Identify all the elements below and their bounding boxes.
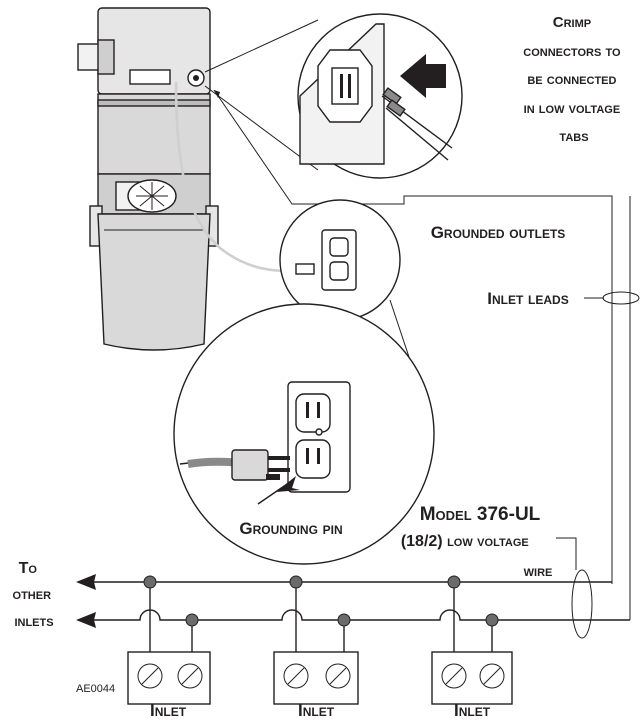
inlet-leads-label: Inlet leads	[487, 289, 568, 308]
insert-arrow	[400, 54, 446, 98]
outlet-receptacle-top	[295, 393, 331, 433]
figure-code: AE0044	[76, 683, 115, 695]
plug-large	[231, 449, 269, 481]
junction	[485, 613, 499, 627]
junction	[447, 575, 461, 589]
crimp-connector-2	[386, 99, 406, 117]
plug-small	[295, 263, 315, 275]
crimp-connector-1	[382, 87, 402, 105]
crimp-connector-callout	[297, 13, 463, 179]
crimp-label: Crimp connectors to be connected in low …	[523, 14, 624, 145]
grounding-pin-label: Grounding pin	[239, 519, 342, 538]
junction	[289, 575, 303, 589]
power-unit	[77, 7, 219, 351]
callout-line-bottom	[204, 85, 319, 171]
inlet-leads-marker	[602, 291, 640, 305]
bus-wire-lower	[88, 609, 630, 621]
wire-label: (18/2) low voltage wire	[401, 533, 553, 580]
callout-line-top	[204, 19, 319, 73]
junction	[143, 575, 157, 589]
inlet-lead-1	[213, 89, 613, 584]
outlet-receptacle-bottom	[295, 439, 331, 479]
outlet-callout-large	[173, 303, 435, 565]
inlet-label-3: Inlet	[454, 701, 491, 719]
unit-body	[97, 93, 211, 175]
grounding-pin	[266, 474, 280, 480]
inlet-label-2: Inlet	[298, 701, 335, 719]
dirt-canister	[97, 213, 211, 351]
junction	[185, 613, 199, 627]
model-label: Model 376-UL	[420, 504, 541, 525]
wire-bundle-marker	[571, 569, 593, 639]
bus-wires	[76, 574, 630, 628]
arrow-lower	[76, 612, 96, 628]
arrow-upper	[76, 574, 96, 590]
inlet-block-3	[431, 651, 513, 705]
grounded-outlets-label: Grounded outlets	[431, 223, 566, 242]
inlet-block-2	[273, 651, 359, 705]
inlet-label-1: Inlet	[150, 701, 187, 719]
junction	[337, 613, 351, 627]
outlet-callout-small	[279, 199, 401, 321]
inlet-block-1	[127, 651, 211, 705]
to-other-inlets-label: To other inlets	[13, 560, 56, 630]
